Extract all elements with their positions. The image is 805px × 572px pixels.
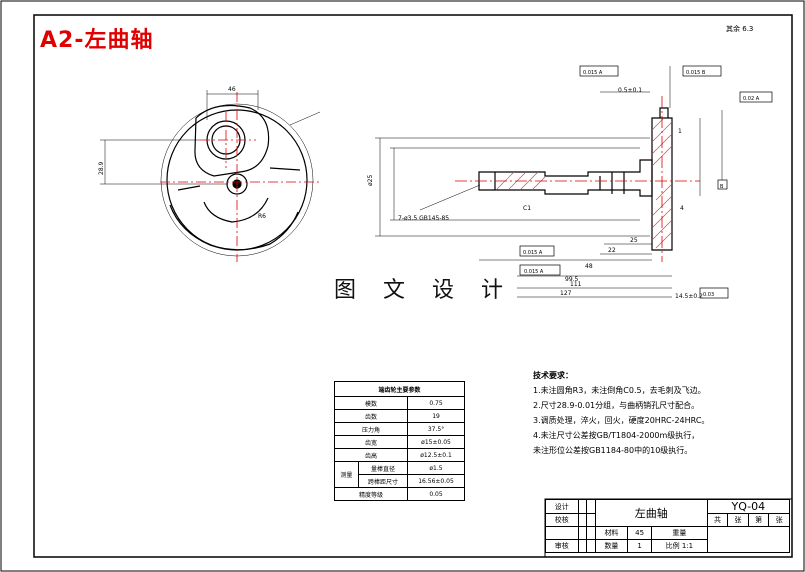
scale-label: 比例 1:1 <box>651 539 708 553</box>
param-value: 37.5° <box>407 422 465 436</box>
weight-label: 重量 <box>651 526 708 540</box>
tol-text-1: 0.015 A <box>583 70 603 76</box>
end-view <box>160 103 314 257</box>
tol-frame-3 <box>519 245 555 257</box>
sheet-no-unit: 张 <box>768 513 790 527</box>
designer-label: 设计 <box>545 499 579 514</box>
roughness-label: 其余 <box>726 25 740 33</box>
tech-note: 未注形位公差按GB1184-80中的10级执行。 <box>533 446 693 455</box>
qty-value: 1 <box>627 539 653 553</box>
section-dims <box>375 66 723 298</box>
dim-14: 14.5±0.2 <box>675 293 703 300</box>
title-block: 设计 左曲轴 YQ-04 校核 共 张 第 张 材料 45 重量 审核 数量 1… <box>545 499 791 553</box>
shaft-outline <box>478 159 653 197</box>
param-value: 16.56±0.05 <box>407 474 465 488</box>
param-value: ø1.5 <box>407 461 465 475</box>
sheet-no-label: 第 <box>747 513 770 527</box>
param-value: 0.75 <box>407 396 465 410</box>
dim-r6: R6 <box>258 213 266 220</box>
group-label: 测量 <box>334 461 359 488</box>
tol-text-4: 0.015 A <box>524 269 544 275</box>
shaft-section <box>478 107 673 251</box>
param-value: 0.05 <box>407 487 465 501</box>
end-view-centerlines <box>160 92 320 262</box>
gear-table-caption: 端齿轮主要参数 <box>334 381 465 397</box>
sheet-total-label: 共 <box>706 513 729 527</box>
material-label: 材料 <box>594 526 629 540</box>
dim-48: 48 <box>585 263 593 270</box>
roughness-note: 其余 6.3 <box>726 24 753 34</box>
param-label: 齿数 <box>333 409 409 423</box>
param-value: ø15±0.05 <box>407 435 465 449</box>
crank-disk <box>651 117 673 251</box>
tolerance-frames <box>519 65 773 299</box>
param-value: 19 <box>407 409 465 423</box>
dim-bore: ø25 <box>367 175 374 186</box>
drawing-number: YQ-04 <box>706 499 791 514</box>
tol-frame-1 <box>579 65 619 77</box>
param-label: 跨棒距尺寸 <box>357 474 409 488</box>
end-view-dims <box>100 90 321 185</box>
tol-frame-6 <box>699 287 729 299</box>
part-name: 左曲轴 <box>594 499 708 527</box>
scale-value: 1:1 <box>681 542 694 550</box>
tol-text-5: 0.02 A <box>743 96 760 102</box>
tol-frame-4 <box>519 264 561 276</box>
tech-note: 1.未注圆角R3，未注倒角C0.5，去毛刺及飞边。 <box>533 386 706 395</box>
dim-thread: 7-ø3.5 GB145-85 <box>398 215 449 222</box>
tech-notes-title: 技术要求： <box>533 371 573 380</box>
checker-label: 校核 <box>545 513 579 527</box>
qty-label: 数量 <box>594 539 629 553</box>
dim-25: 25 <box>630 237 638 244</box>
tech-notes: 技术要求： 1.未注圆角R3，未注倒角C0.5，去毛刺及飞边。 2.尺寸28.9… <box>533 368 709 458</box>
dim-c1: C1 <box>523 205 531 212</box>
param-label: 量棒直径 <box>357 461 409 475</box>
param-label: 齿宽 <box>333 435 409 449</box>
param-label: 精度等级 <box>333 487 409 501</box>
watermark: 图 文 设 计 <box>330 270 517 306</box>
tol-frame-5 <box>739 91 773 103</box>
material-value: 45 <box>627 526 653 540</box>
dim-22: 22 <box>608 247 616 254</box>
tol-frame-2 <box>682 65 722 77</box>
tech-note: 4.未注尺寸公差按GB/T1804-2000m级执行， <box>533 431 700 440</box>
datum-b: B <box>720 184 724 190</box>
param-label: 模数 <box>333 396 409 410</box>
inner-frame <box>33 14 793 558</box>
sheet-title: A2-左曲轴 <box>40 28 154 53</box>
tol-text-3: 0.015 A <box>523 250 543 256</box>
dim-4: 4 <box>680 205 684 212</box>
dim-127: 127 <box>560 290 572 297</box>
tol-text-6: 0.03 <box>703 292 714 298</box>
dim-1: 1 <box>678 128 682 135</box>
sheet-total-unit: 张 <box>727 513 749 527</box>
roughness-value: 6.3 <box>742 25 754 33</box>
dim-46: 46 <box>228 86 236 93</box>
dim-995: 99.5 <box>565 276 579 283</box>
dim-side: 28.9 <box>98 161 105 175</box>
param-label: 压力角 <box>333 422 409 436</box>
dim-05: 0.5±0.1 <box>618 87 642 94</box>
tech-note: 3.调质处理，淬火，回火，硬度20HRC-24HRC。 <box>533 416 710 425</box>
reviewer-label: 审核 <box>545 539 579 553</box>
param-value: ø12.5±0.1 <box>407 448 465 462</box>
dim-111: 111 <box>570 281 582 288</box>
datum-b-box <box>717 179 728 190</box>
tech-note: 2.尺寸28.9-0.01分组，与曲柄销孔尺寸配合。 <box>533 401 700 410</box>
hatching <box>495 117 673 249</box>
tol-text-2: 0.015 B <box>686 70 706 76</box>
param-label: 齿高 <box>333 448 409 462</box>
section-centerline <box>455 96 700 262</box>
